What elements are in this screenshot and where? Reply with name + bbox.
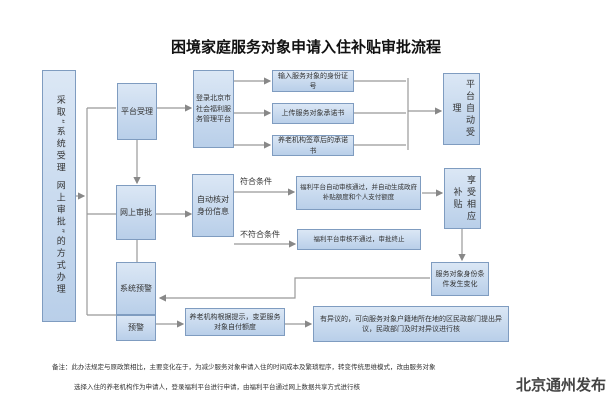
note-line-1: 备注：此办法规定与原政策相比，主要变化在于，为减少服务对象申请入住的时间成本及繁…	[52, 363, 436, 371]
page-title: 困境家庭服务对象申请入住补贴审批流程	[170, 38, 441, 56]
objection-box: 有异议的，可向服务对象户籍地所在地的区民政部门提出异议，民政部门及时对异议进行核	[313, 306, 509, 342]
warning-box: 预警	[116, 315, 156, 341]
note-line-2: 选择入住的养老机构作为申请人，登录福利平台进行申请，由福利平台通过网上数据共享方…	[74, 383, 360, 391]
approve-fail-box: 福利平台审核不通过，审批终止	[297, 229, 421, 250]
approve-pass-box: 福利平台自动审核通过，并自动生成政府补贴额度和个人支付额度	[296, 176, 421, 210]
stamped-commitment-box: 养老机构签章后的承诺书	[272, 135, 354, 156]
system-warning-box: 系统预警	[116, 262, 156, 315]
subsidy-box: 享受相应补贴	[444, 168, 481, 229]
adjust-payment-box: 养老机构根据提示，变更服务对象自付额度	[185, 308, 285, 336]
method-box: 采取“系统受理 网上审批”的方式办理	[42, 70, 76, 322]
login-platform-box: 登录北京市社会福利服务管理平台	[193, 70, 234, 148]
status-change-box: 服务对象身份条件发生变化	[431, 262, 489, 296]
auto-accept-box: 平台自动受理	[443, 73, 480, 145]
upload-commitment-box: 上传服务对象承诺书	[272, 103, 354, 124]
online-approve-box: 网上审批	[116, 185, 156, 240]
not-meet-condition-label: 不符合条件	[240, 230, 280, 239]
watermark: 北京通州发布	[515, 376, 606, 394]
meet-condition-label: 符合条件	[240, 177, 272, 186]
platform-accept-box: 平台受理	[117, 83, 157, 140]
auto-check-box: 自动核对身份信息	[192, 174, 234, 237]
input-id-box: 输入服务对象的身份证号	[272, 70, 354, 92]
